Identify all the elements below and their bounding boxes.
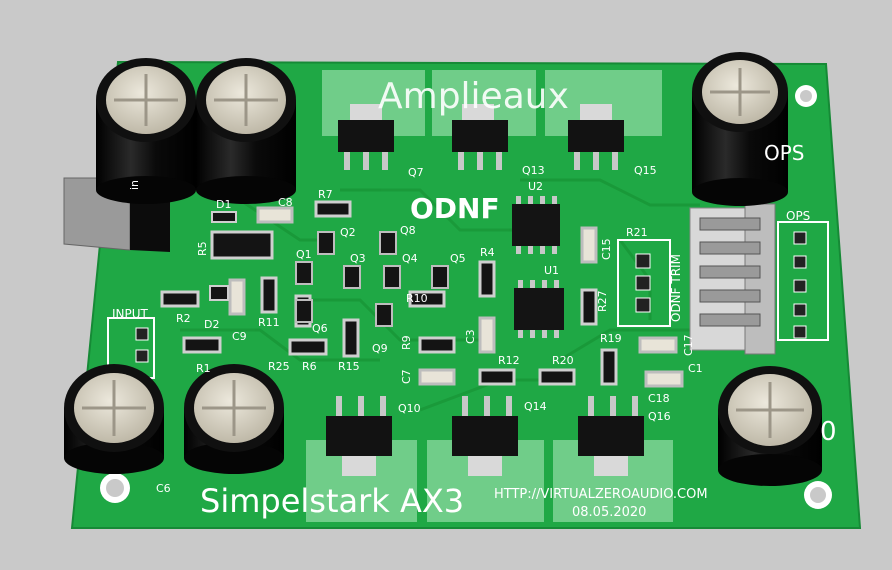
electrolytic-capacitor-top-left-b [196, 58, 296, 204]
label-c1: C1 [688, 362, 703, 375]
ops-edge-label: OPS [764, 141, 805, 165]
label-q16: Q16 [648, 410, 671, 423]
mounting-holes [100, 85, 832, 509]
label-c9: C9 [232, 330, 247, 343]
label-q10: Q10 [398, 402, 421, 415]
label-r12: R12 [498, 354, 520, 367]
label-c7: C7 [400, 369, 413, 384]
ops-label: OPS [786, 209, 810, 223]
label-c6: C6 [156, 482, 171, 495]
board-title-top: Amplieaux [378, 76, 569, 117]
label-d2: D2 [204, 318, 219, 331]
label-c17: C17 [682, 334, 695, 356]
input-label: INPUT [112, 307, 149, 321]
label-r27: R27 [596, 290, 609, 312]
electrolytic-capacitor-top-right [692, 52, 788, 206]
label-q7: Q7 [408, 166, 424, 179]
label-q2: Q2 [340, 226, 356, 239]
label-r6: R6 [302, 360, 317, 373]
ic-u2 [512, 196, 560, 254]
label-c8: C8 [278, 196, 293, 209]
center-label: ODNF [410, 192, 500, 225]
label-d1: D1 [216, 198, 231, 211]
power-transistor-q16 [578, 396, 644, 476]
small-transistors [295, 231, 449, 327]
label-r1: R1 [196, 362, 211, 375]
label-q3: Q3 [350, 252, 366, 265]
partial-zero-label: 0 [820, 417, 837, 447]
label-r5: R5 [196, 241, 209, 256]
trim-label: ODNF TRIM [669, 254, 683, 322]
label-r9: R9 [400, 335, 413, 350]
electrolytic-capacitor-bottom-right [718, 366, 822, 486]
board-title-bottom: Simpelstark AX3 [200, 482, 464, 520]
label-q1: Q1 [296, 248, 312, 261]
label-c15: C15 [600, 238, 613, 260]
label-r15: R15 [338, 360, 360, 373]
label-r25: R25 [268, 360, 290, 373]
url-label: HTTP://VIRTUALZEROAUDIO.COM [494, 487, 708, 502]
label-r20: R20 [552, 354, 574, 367]
label-r19: R19 [600, 332, 622, 345]
power-transistor-q7 [338, 104, 394, 170]
designator-labels: Q7 Q13 Q15 Q10 Q14 Q16 Q1 Q2 Q3 Q4 Q5 Q6… [156, 164, 703, 495]
electrolytic-capacitor-bottom-left-a [64, 364, 164, 474]
label-r7: R7 [318, 188, 333, 201]
power-transistor-q13 [452, 104, 508, 170]
label-q13: Q13 [522, 164, 545, 177]
label-c3: C3 [464, 329, 477, 344]
label-u1: U1 [544, 264, 559, 277]
label-r2: R2 [176, 312, 191, 325]
power-transistor-q15 [568, 104, 624, 170]
electrolytic-capacitor-top-left-a [96, 58, 196, 204]
label-r4: R4 [480, 246, 495, 259]
label-q8: Q8 [400, 224, 416, 237]
ops-connector [689, 203, 829, 355]
label-r11: R11 [258, 316, 280, 329]
date-label: 08.05.2020 [572, 505, 646, 520]
label-c18: C18 [648, 392, 670, 405]
label-q15: Q15 [634, 164, 657, 177]
trim-connector [617, 239, 671, 327]
label-r21: R21 [626, 226, 648, 239]
label-r10: R10 [406, 292, 428, 305]
label-q9: Q9 [372, 342, 388, 355]
power-transistor-q10 [326, 396, 392, 476]
partial-top-left-label: in [128, 180, 141, 190]
label-q6: Q6 [312, 322, 328, 335]
label-u2: U2 [528, 180, 543, 193]
label-q14: Q14 [524, 400, 547, 413]
power-transistor-q14 [452, 396, 518, 476]
label-q5: Q5 [450, 252, 466, 265]
ic-u1 [514, 280, 564, 338]
label-q4: Q4 [402, 252, 418, 265]
electrolytic-capacitor-bottom-left-b [184, 364, 284, 474]
